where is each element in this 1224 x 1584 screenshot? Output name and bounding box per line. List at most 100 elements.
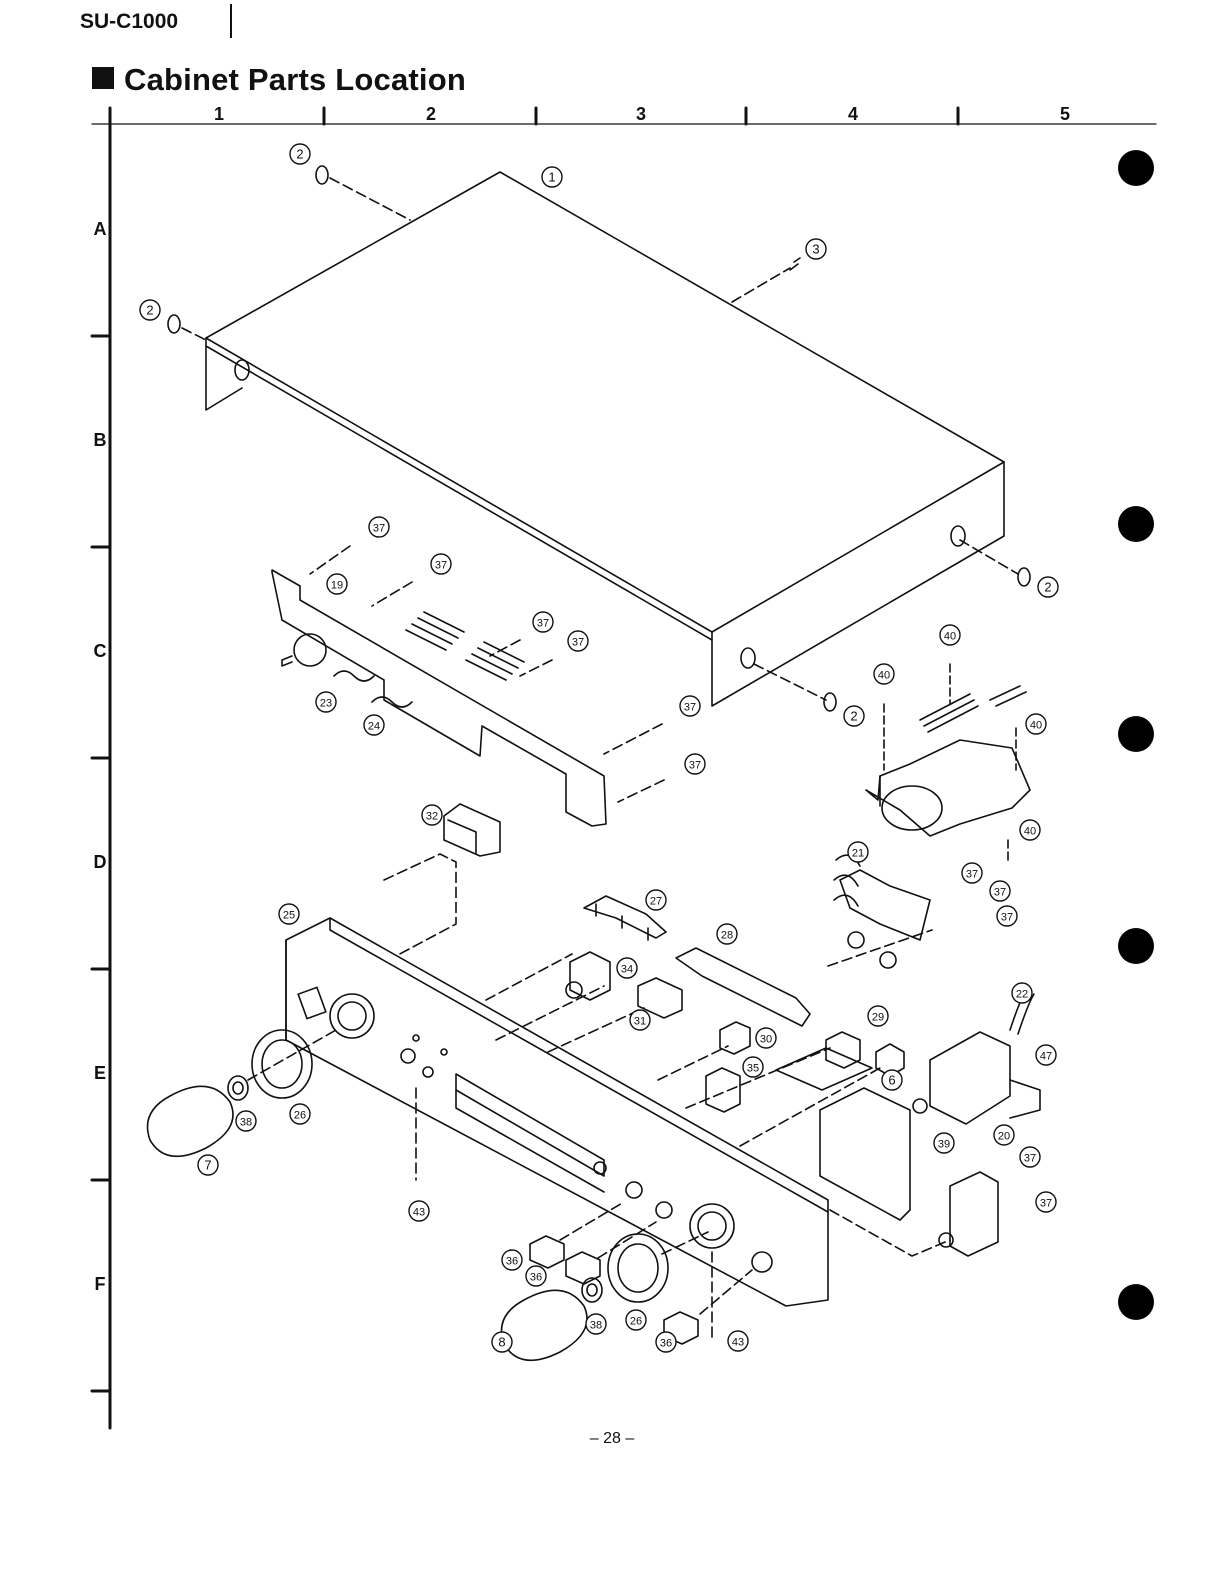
- callout-number: 37: [537, 618, 549, 630]
- callout-badge: 37: [1036, 1192, 1056, 1212]
- callout-layer: 1222233719373737232437374040404032213737…: [140, 144, 1058, 1352]
- callout-badge: 40: [874, 664, 894, 684]
- callout-badge: 37: [680, 696, 700, 716]
- callout-badge: 29: [868, 1006, 888, 1026]
- callout-number: 1: [548, 170, 555, 185]
- callout-badge: 47: [1036, 1045, 1056, 1065]
- callout-badge: 28: [717, 924, 737, 944]
- callout-badge: 20: [994, 1125, 1014, 1145]
- callout-number: 37: [1001, 912, 1013, 924]
- callout-badge: 37: [997, 906, 1017, 926]
- callout-number: 40: [944, 631, 956, 643]
- callout-number: 28: [721, 930, 733, 942]
- callout-badge: 6: [882, 1070, 902, 1090]
- callout-number: 26: [294, 1110, 306, 1122]
- callout-number: 3: [812, 242, 819, 257]
- callout-number: 43: [732, 1337, 744, 1349]
- callout-number: 2: [850, 709, 857, 724]
- callout-badge: 22: [1012, 983, 1032, 1003]
- callout-number: 26: [630, 1316, 642, 1328]
- callout-badge: 7: [198, 1155, 218, 1175]
- callout-number: 35: [747, 1063, 759, 1075]
- cabinet-cover: [206, 172, 1004, 706]
- power-transformer: [866, 664, 1030, 862]
- callout-number: 38: [240, 1117, 252, 1129]
- callout-badge: 2: [844, 706, 864, 726]
- callout-badge: 37: [990, 881, 1010, 901]
- callout-number: 34: [621, 964, 633, 976]
- callout-badge: 2: [140, 300, 160, 320]
- switch-parts: [486, 855, 1040, 1256]
- callout-badge: 37: [431, 554, 451, 574]
- callout-number: 2: [146, 303, 153, 318]
- callout-badge: 37: [568, 631, 588, 651]
- callout-number: 39: [938, 1139, 950, 1151]
- callout-badge: 43: [728, 1331, 748, 1351]
- callout-number: 47: [1040, 1051, 1052, 1063]
- callout-number: 31: [634, 1016, 646, 1028]
- callout-badge: 32: [422, 805, 442, 825]
- callout-number: 37: [435, 560, 447, 572]
- callout-number: 37: [966, 869, 978, 881]
- callout-badge: 36: [502, 1250, 522, 1270]
- callout-number: 21: [852, 848, 864, 860]
- callout-badge: 26: [626, 1310, 646, 1330]
- callout-number: 2: [1044, 580, 1051, 595]
- callout-number: 40: [1030, 720, 1042, 732]
- callout-badge: 40: [1020, 820, 1040, 840]
- callout-badge: 19: [327, 574, 347, 594]
- callout-number: 27: [650, 896, 662, 908]
- cover-screws: [182, 178, 1018, 700]
- callout-number: 2: [296, 147, 303, 162]
- callout-number: 22: [1016, 989, 1028, 1001]
- callout-number: 23: [320, 698, 332, 710]
- callout-number: 29: [872, 1012, 884, 1024]
- callout-badge: 25: [279, 904, 299, 924]
- callout-badge: 37: [1020, 1147, 1040, 1167]
- callout-number: 37: [1040, 1198, 1052, 1210]
- volume-knob: [148, 1030, 337, 1156]
- callout-number: 36: [530, 1272, 542, 1284]
- callout-badge: 34: [617, 958, 637, 978]
- callout-badge: 31: [630, 1010, 650, 1030]
- callout-badge: 38: [586, 1314, 606, 1334]
- callout-badge: 39: [934, 1133, 954, 1153]
- callout-badge: 30: [756, 1028, 776, 1048]
- callout-number: 20: [998, 1131, 1010, 1143]
- switch-block: [384, 804, 500, 956]
- callout-badge: 2: [290, 144, 310, 164]
- callout-badge: 36: [526, 1266, 546, 1286]
- callout-number: 37: [689, 760, 701, 772]
- callout-number: 19: [331, 580, 343, 592]
- bracket-screw-leaders: [310, 546, 664, 802]
- callout-number: 37: [994, 887, 1006, 899]
- callout-number: 7: [204, 1158, 211, 1173]
- grid-frame: [92, 108, 1156, 1428]
- callout-number: 38: [590, 1320, 602, 1332]
- callout-number: 40: [1024, 826, 1036, 838]
- callout-number: 37: [572, 637, 584, 649]
- callout-badge: 37: [369, 517, 389, 537]
- callout-number: 43: [413, 1207, 425, 1219]
- callout-badge: 3: [806, 239, 826, 259]
- callout-badge: 8: [492, 1332, 512, 1352]
- callout-badge: 38: [236, 1111, 256, 1131]
- callout-number: 6: [888, 1073, 895, 1088]
- callout-number: 8: [498, 1335, 505, 1350]
- callout-number: 24: [368, 721, 380, 733]
- callout-number: 37: [684, 702, 696, 714]
- callout-number: 30: [760, 1034, 772, 1046]
- callout-badge: 2: [1038, 577, 1058, 597]
- callout-badge: 23: [316, 692, 336, 712]
- callout-number: 36: [506, 1256, 518, 1268]
- callout-number: 40: [878, 670, 890, 682]
- callout-badge: 26: [290, 1104, 310, 1124]
- page-number: – 28 –: [0, 1430, 1224, 1448]
- callout-badge: 37: [685, 754, 705, 774]
- callout-badge: 24: [364, 715, 384, 735]
- callout-number: 37: [1024, 1153, 1036, 1165]
- callout-badge: 1: [542, 167, 562, 187]
- callout-badge: 37: [533, 612, 553, 632]
- callout-number: 37: [373, 523, 385, 535]
- callout-badge: 40: [940, 625, 960, 645]
